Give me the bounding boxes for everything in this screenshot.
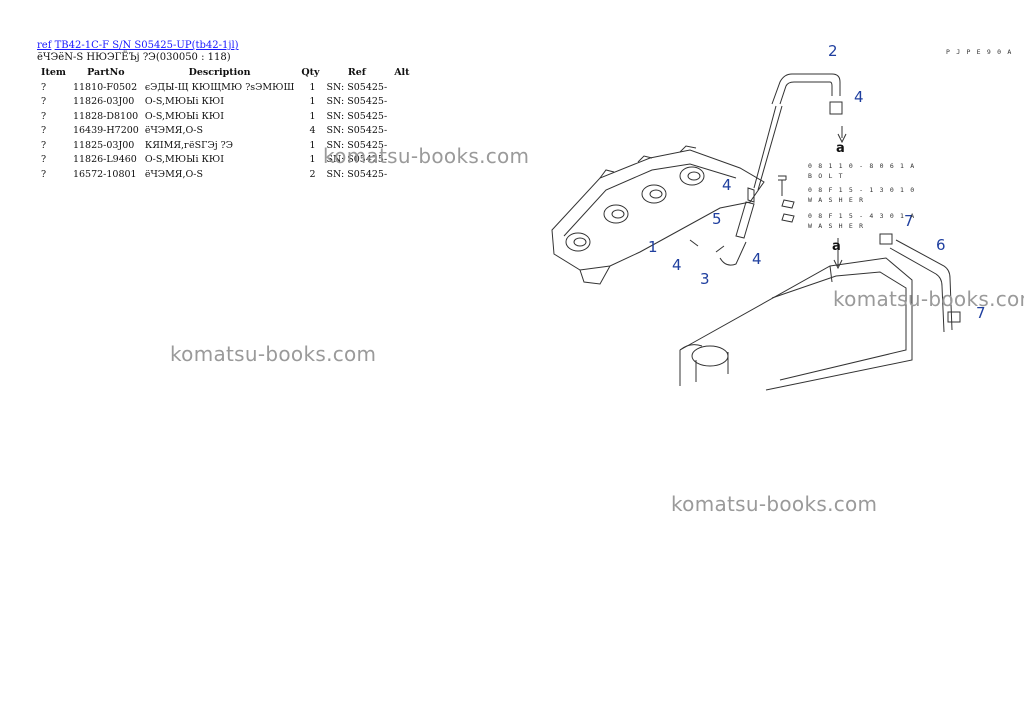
cell-partno: 11825-03J00 bbox=[72, 139, 135, 151]
callout-4-right: 4 bbox=[752, 250, 762, 268]
note-washer2-code: 0 8 F 1 5 - 4 3 0 1 A bbox=[808, 212, 915, 220]
arrow-label-a-tank: a bbox=[832, 239, 841, 254]
table-header-row: Item PartNo Description Qty Ref Alt bbox=[37, 66, 414, 81]
col-header-description: Description bbox=[188, 67, 251, 78]
elbow-3-drawing bbox=[719, 241, 747, 266]
callout-7-right: 7 bbox=[976, 304, 986, 322]
cell-qty: 1 bbox=[309, 81, 316, 93]
cell-alt bbox=[390, 95, 413, 110]
callout-4-mid: 4 bbox=[722, 176, 732, 194]
col-header-item: Item bbox=[41, 67, 66, 78]
cell-description: О-S,МЮЫi КЮI bbox=[144, 154, 224, 165]
note-bolt-code: 0 8 1 1 0 - 8 0 6 1 A bbox=[808, 162, 915, 170]
clamp-4-top bbox=[829, 101, 843, 115]
cell-qty: 1 bbox=[309, 96, 316, 107]
cell-item: ? bbox=[41, 154, 47, 165]
cell-ref: SN: S05425- bbox=[326, 154, 388, 165]
callout-6: 6 bbox=[936, 236, 946, 254]
cell-qty: 1 bbox=[309, 154, 316, 165]
clamp-7-top bbox=[879, 233, 893, 245]
callout-7-top: 7 bbox=[904, 212, 914, 230]
col-header-partno: PartNo bbox=[87, 67, 125, 78]
hose-6-drawing bbox=[889, 239, 953, 333]
col-header-qty: Qty bbox=[301, 67, 320, 78]
cell-ref: SN: S05425- bbox=[326, 110, 388, 122]
cell-qty: 1 bbox=[309, 139, 316, 151]
callout-5: 5 bbox=[712, 210, 722, 228]
note-washer1-code: 0 8 F 1 5 - 1 3 0 1 0 bbox=[808, 186, 915, 194]
drawing-code: P J P E 9 0 A bbox=[946, 48, 1012, 56]
parts-table: Item PartNo Description Qty Ref Alt ? 11… bbox=[37, 66, 414, 182]
cell-qty: 2 bbox=[309, 168, 316, 180]
note-washer2-name: W A S H E R bbox=[808, 222, 864, 230]
arrow-label-a-top: a bbox=[836, 141, 845, 156]
cell-item: ? bbox=[41, 168, 47, 180]
cell-alt bbox=[390, 81, 413, 96]
cell-qty: 1 bbox=[309, 110, 316, 122]
table-row: ? 16572-10801 ёЧЭМЯ,О-S 2 SN: S05425- bbox=[37, 168, 414, 183]
callout-4-top: 4 bbox=[854, 88, 864, 106]
bolt-washer-drawing bbox=[778, 175, 795, 223]
note-bolt-name: B O L T bbox=[808, 172, 844, 180]
cell-ref: SN: S05425- bbox=[326, 139, 388, 151]
table-row: ? 11825-03J00 КЯIМЯ,гёЅГЭj ?Э 1 SN: S054… bbox=[37, 139, 414, 154]
callout-4-left: 4 bbox=[672, 256, 682, 274]
cell-alt bbox=[390, 110, 413, 125]
watermark: komatsu-books.com bbox=[170, 342, 377, 366]
cell-item: ? bbox=[41, 125, 47, 136]
parts-diagram: 2 4 4 5 1 4 3 4 7 6 7 a a P J P E 9 0 A … bbox=[551, 42, 1012, 391]
col-header-ref: Ref bbox=[347, 67, 366, 78]
table-row: ? 11828-D8100 О-S,МЮЫi КЮI 1 SN: S05425- bbox=[37, 110, 414, 125]
cell-qty: 4 bbox=[309, 125, 316, 136]
breadcrumb: ref TB42-1C-F S/N S05425-UP(tb42-1jl) bbox=[37, 40, 239, 52]
note-washer1-name: W A S H E R bbox=[808, 196, 864, 204]
col-header-alt: Alt bbox=[394, 67, 410, 78]
cell-description: ёЧЭМЯ,О-S bbox=[144, 168, 204, 180]
cell-ref: SN: S05425- bbox=[326, 81, 388, 93]
ref-link[interactable]: ref bbox=[37, 40, 52, 51]
hose-2-drawing bbox=[753, 73, 841, 191]
cell-item: ? bbox=[41, 81, 47, 93]
watermark: komatsu-books.com bbox=[671, 492, 878, 516]
table-row: ? 11810-F0502 єЭДЫ-Щ КЮЩМЮ ?sЭМЮШ 1 SN: … bbox=[37, 81, 414, 96]
cell-ref: SN: S05425- bbox=[326, 96, 388, 107]
cell-description: ёЧЭМЯ,О-S bbox=[144, 125, 204, 136]
cell-description: О-S,МЮЫi КЮI bbox=[144, 110, 224, 122]
cell-partno: 16572-10801 bbox=[72, 168, 137, 180]
cell-partno: 11828-D8100 bbox=[72, 110, 139, 122]
tank-drawing bbox=[679, 257, 913, 391]
cell-item: ? bbox=[41, 139, 47, 151]
cell-alt bbox=[390, 168, 413, 183]
callout-1: 1 bbox=[648, 238, 658, 256]
manifold-drawing bbox=[551, 145, 765, 285]
cell-item: ? bbox=[41, 110, 47, 122]
cell-partno: 11826-L9460 bbox=[72, 154, 137, 165]
cell-partno: 16439-H7200 bbox=[72, 125, 139, 136]
cell-partno: 11826-03J00 bbox=[72, 96, 135, 107]
clamp-7-right bbox=[947, 311, 961, 323]
pipe-5-drawing bbox=[735, 187, 755, 239]
cell-partno: 11810-F0502 bbox=[72, 81, 138, 93]
cell-ref: SN: S05425- bbox=[326, 125, 388, 136]
table-row: ? 11826-03J00 О-S,МЮЫi КЮI 1 SN: S05425- bbox=[37, 95, 414, 110]
cell-description: єЭДЫ-Щ КЮЩМЮ ?sЭМЮШ bbox=[144, 81, 295, 93]
cell-ref: SN: S05425- bbox=[326, 168, 388, 180]
page-subtitle: ёЧЭёN-S НЮЭГЁЪj ?Э(030050 : 118) bbox=[37, 52, 231, 63]
model-link[interactable]: TB42-1C-F S/N S05425-UP(tb42-1jl) bbox=[54, 40, 239, 51]
watermark: komatsu-books.com bbox=[833, 287, 1024, 311]
cell-description: О-S,МЮЫi КЮI bbox=[144, 96, 224, 107]
watermark: komatsu-books.com bbox=[323, 144, 530, 168]
table-row: ? 16439-H7200 ёЧЭМЯ,О-S 4 SN: S05425- bbox=[37, 124, 414, 139]
cell-item: ? bbox=[41, 96, 47, 107]
table-row: ? 11826-L9460 О-S,МЮЫi КЮI 1 SN: S05425- bbox=[37, 153, 414, 168]
cell-alt bbox=[390, 124, 413, 139]
cell-description: КЯIМЯ,гёЅГЭj ?Э bbox=[144, 139, 234, 151]
callout-3: 3 bbox=[700, 270, 710, 288]
callout-2: 2 bbox=[828, 42, 838, 60]
